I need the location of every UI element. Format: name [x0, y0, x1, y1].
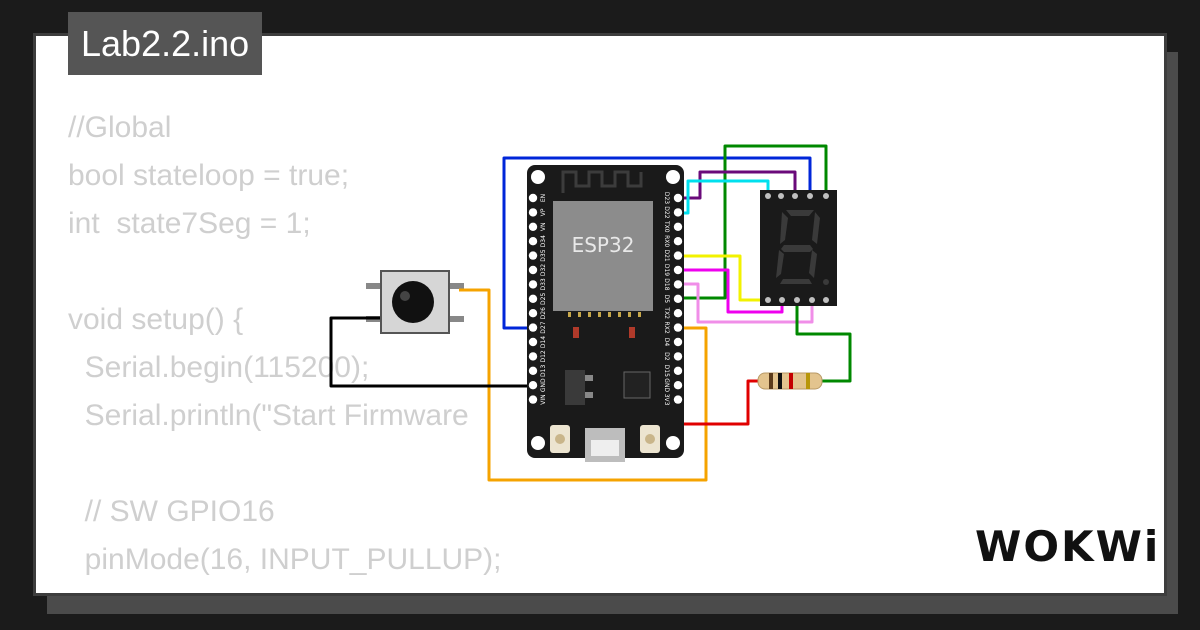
seven-segment-display[interactable] — [760, 190, 837, 306]
file-name-tab[interactable]: Lab2.2.ino — [68, 12, 263, 75]
pin-hole-vn[interactable] — [528, 222, 538, 231]
code-line: int state7Seg = 1; — [68, 207, 311, 240]
digit-segments — [776, 210, 829, 285]
pin-label-gnd: GND — [663, 378, 670, 392]
pin-hole-3v3[interactable] — [673, 395, 683, 404]
pin-hole-d18[interactable] — [673, 280, 683, 289]
pin-hole-d35[interactable] — [528, 251, 538, 260]
pin-hole-d19[interactable] — [673, 265, 683, 275]
pin-label-vin: VIN — [540, 394, 547, 404]
pin-label-d35: D35 — [540, 249, 547, 261]
pushbutton[interactable] — [366, 270, 464, 334]
pin-label-d2: D2 — [663, 352, 670, 361]
code-line: Serial.begin(115200); — [68, 351, 370, 384]
pin-label-tx0: TX0 — [663, 220, 670, 233]
pin-label-d26: D26 — [540, 307, 547, 319]
pin-hole-d26[interactable] — [528, 309, 538, 318]
wire-magenta — [677, 268, 784, 314]
pin-label-d14: D14 — [540, 336, 547, 348]
pin-hole-d5[interactable] — [673, 294, 683, 303]
pin-hole-d14[interactable] — [528, 337, 538, 347]
pin-label-d12: D12 — [540, 350, 547, 362]
wire-pink — [677, 282, 814, 324]
pin-label-d15: D15 — [663, 365, 670, 377]
pin-label-d4: D4 — [663, 338, 670, 347]
pin-hole-d12[interactable] — [528, 352, 538, 361]
resistor[interactable] — [757, 372, 823, 390]
pin-label-rx2: RX2 — [663, 322, 670, 334]
pin-hole-tx2[interactable] — [673, 309, 683, 318]
code-line: pinMode(16, INPUT_PULLUP); — [68, 543, 502, 576]
pin-label-d27: D27 — [540, 321, 547, 333]
pin-label-d22: D22 — [663, 206, 670, 218]
pin-label-d25: D25 — [540, 292, 547, 304]
wire-green-bottom — [795, 300, 852, 383]
pin-hole-d32[interactable] — [528, 265, 538, 275]
pin-hole-d33[interactable] — [528, 280, 538, 289]
pin-hole-d34[interactable] — [528, 237, 538, 246]
pin-hole-rx2[interactable] — [673, 323, 683, 332]
pin-label-en: EN — [540, 194, 547, 202]
wires — [329, 144, 852, 482]
pin-label-tx2: TX2 — [663, 306, 670, 319]
pin-hole-d25[interactable] — [528, 294, 538, 303]
wire-black — [329, 316, 532, 388]
pin-hole-d15[interactable] — [673, 366, 683, 375]
wire-cyan — [677, 179, 770, 215]
code-line: // SW GPIO16 — [68, 495, 275, 528]
pin-hole-vin[interactable] — [528, 395, 538, 404]
pin-label-vn: VN — [540, 223, 547, 232]
pin-label-gnd: GND — [540, 378, 547, 392]
pin-hole-vp[interactable] — [528, 208, 538, 217]
wire-green-top — [677, 144, 828, 300]
pin-hole-d2[interactable] — [673, 352, 683, 361]
pin-label-d5: D5 — [663, 295, 670, 304]
pin-hole-d22[interactable] — [673, 208, 683, 217]
code-editor: //Global bool stateloop = true; int state7… — [68, 104, 502, 584]
code-line: bool stateloop = true; — [68, 159, 350, 192]
chip-label: ESP32 — [572, 233, 635, 257]
pin-label-d13: D13 — [540, 364, 547, 376]
pin-hole-d23[interactable] — [673, 193, 683, 203]
esp32-board[interactable]: ESP32 ENVPVND34D35D32D33D25D26D27D14D12D… — [527, 165, 684, 462]
pin-label-d34: D34 — [540, 235, 547, 247]
pin-hole-d13[interactable] — [528, 366, 538, 375]
pin-hole-d27[interactable] — [528, 323, 538, 332]
pin-label-rx0: RX0 — [663, 235, 670, 247]
pin-hole-gnd[interactable] — [528, 381, 538, 390]
pin-hole-en[interactable] — [528, 193, 538, 203]
pin-label-3v3: 3V3 — [663, 394, 670, 406]
wire-blue — [502, 156, 812, 330]
pin-hole-d4[interactable] — [673, 337, 683, 347]
wire-red — [675, 379, 760, 426]
pin-hole-tx0[interactable] — [673, 222, 683, 231]
code-line: //Global — [68, 111, 172, 144]
pin-label-d19: D19 — [663, 264, 670, 276]
wokwi-logo: WOKWi — [975, 522, 1161, 571]
pin-label-d32: D32 — [540, 264, 547, 276]
wire-purple — [677, 170, 797, 200]
pin-label-d21: D21 — [663, 249, 670, 261]
code-line: void setup() { — [68, 303, 244, 336]
pin-label-d23: D23 — [663, 192, 670, 204]
pin-hole-rx0[interactable] — [673, 237, 683, 246]
pin-hole-d21[interactable] — [673, 251, 683, 260]
pin-label-vp: VP — [540, 208, 547, 216]
pin-hole-gnd[interactable] — [673, 381, 683, 390]
pin-label-d33: D33 — [540, 278, 547, 290]
pin-label-d18: D18 — [663, 278, 670, 290]
code-line: Serial.println("Start Firmware — [68, 399, 469, 432]
wire-orange — [459, 288, 708, 482]
